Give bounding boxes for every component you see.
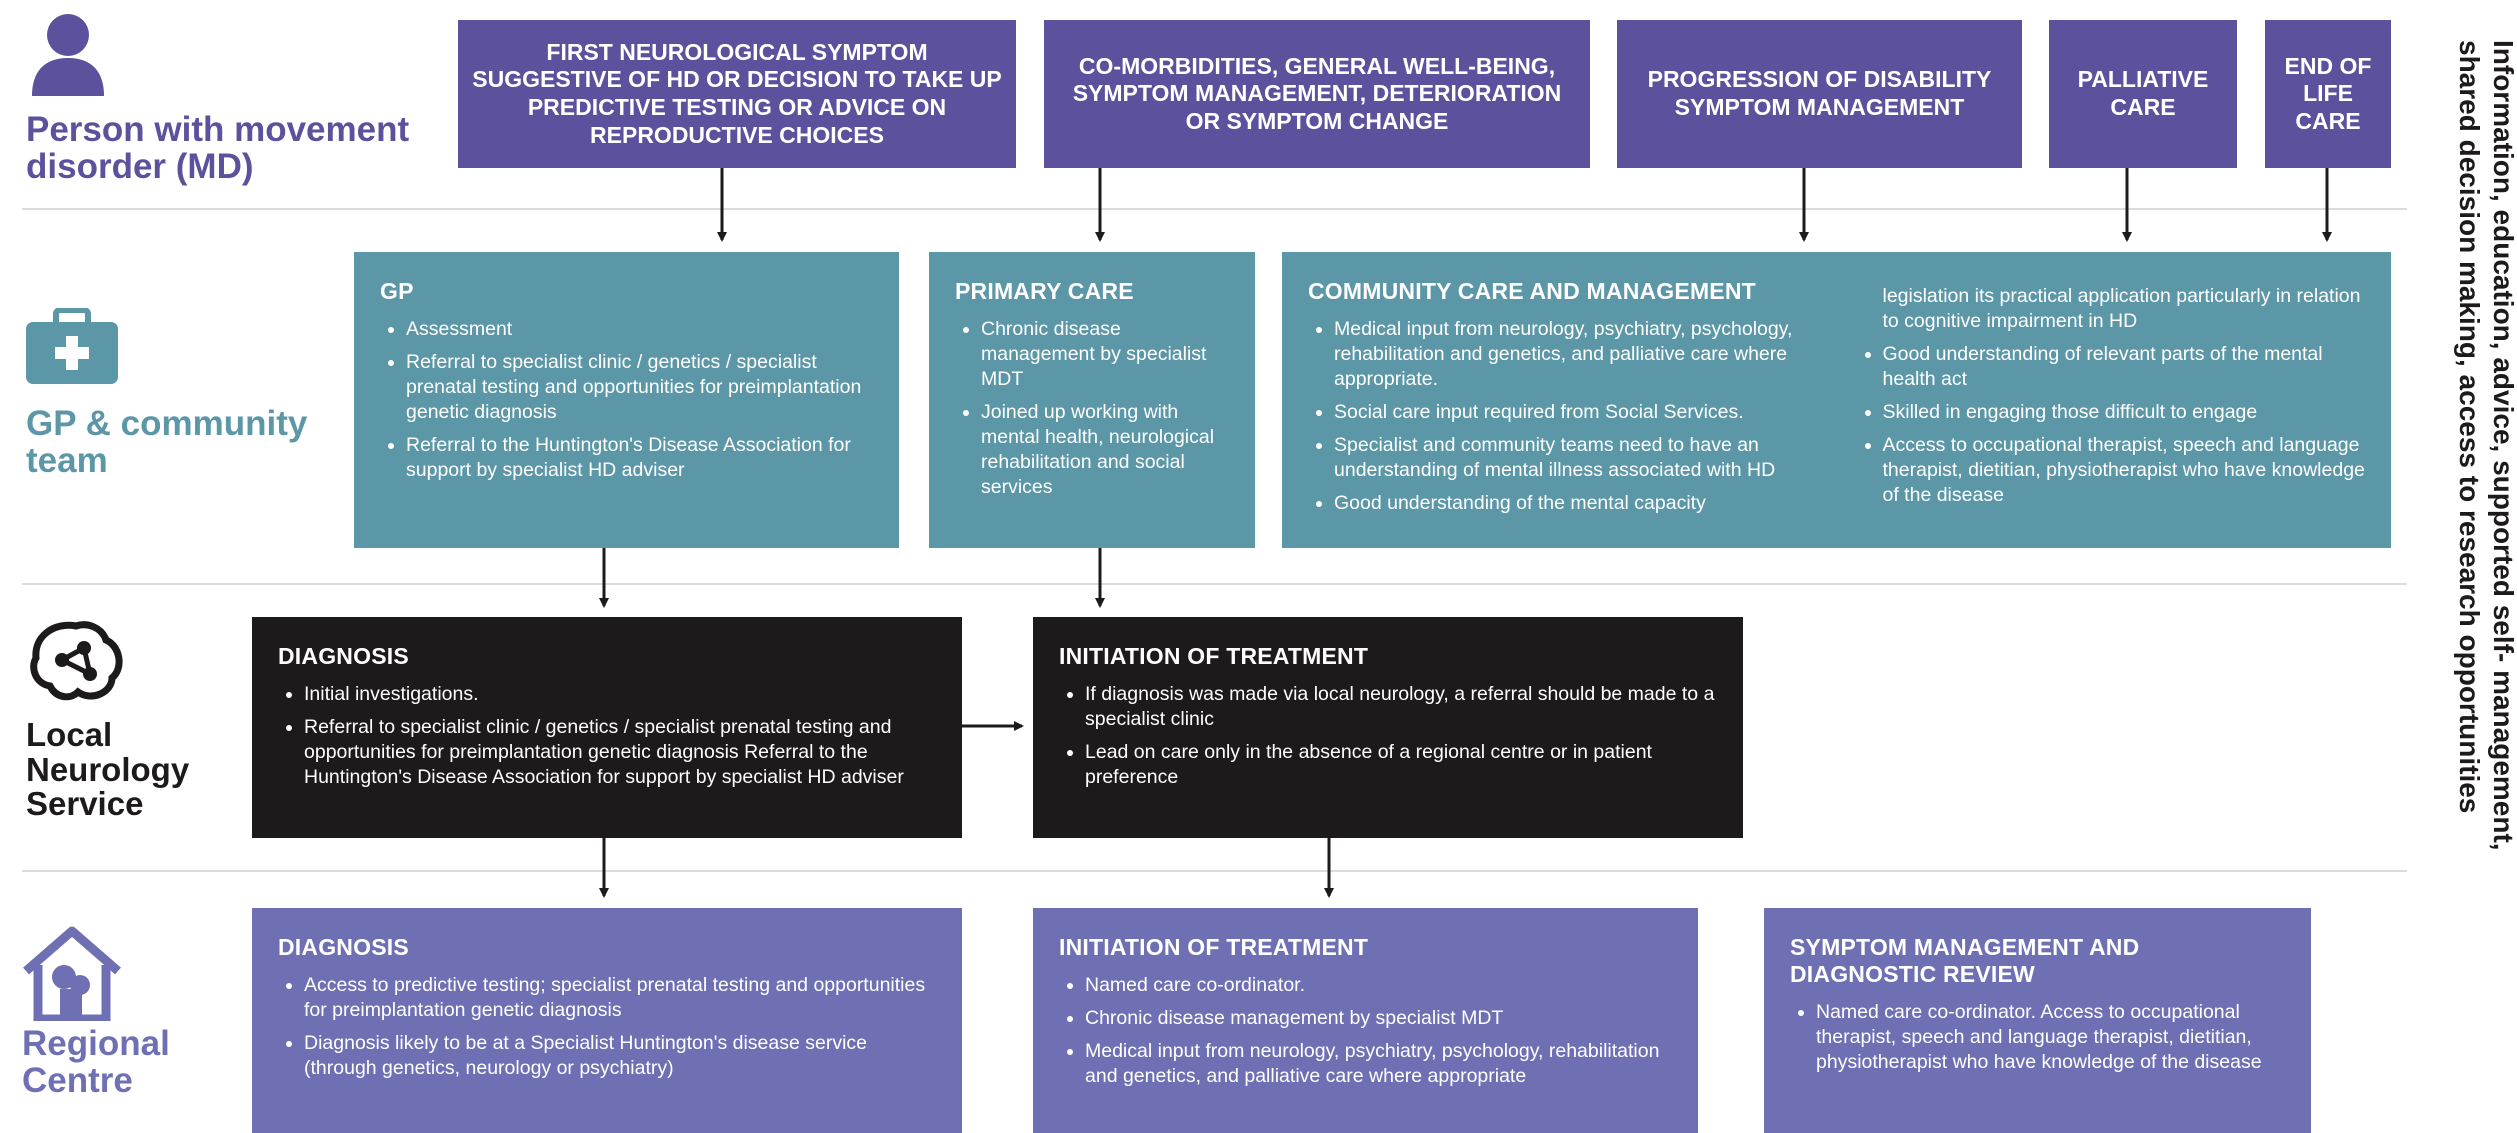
header-progression: PROGRESSION OF DISABILITY SYMPTOM MANAGE… [1617,20,2022,168]
local-treatment-list: If diagnosis was made via local neurolog… [1059,682,1717,790]
header-end-of-life: END OF LIFE CARE [2265,20,2391,168]
lane-label-local: Local Neurology Service [26,716,190,823]
list-item: Specialist and community teams need to h… [1334,433,1817,483]
regional-diagnosis-title: DIAGNOSIS [278,934,409,960]
local-diagnosis-box: DIAGNOSIS Initial investigations. Referr… [252,617,962,838]
regional-diagnosis-list: Access to predictive testing; specialist… [278,973,936,1081]
regional-treatment-title: INITIATION OF TREATMENT [1059,934,1369,960]
list-item: Joined up working with mental health, ne… [981,400,1229,500]
community-title: COMMUNITY CARE AND MANAGEMENT [1308,278,1756,304]
list-item: Named care co-ordinator. [1085,973,1672,998]
lane-divider [22,208,2407,210]
list-item: Referral to the Huntington's Disease Ass… [406,433,873,483]
primary-care-list: Chronic disease management by specialist… [955,317,1229,500]
list-item: Lead on care only in the absence of a re… [1085,740,1717,790]
brain-network-icon [30,621,123,701]
regional-symptom-box: SYMPTOM MANAGEMENT AND DIAGNOSTIC REVIEW… [1764,908,2311,1133]
list-item: Skilled in engaging those difficult to e… [1883,400,2366,425]
local-treatment-box: INITIATION OF TREATMENT If diagnosis was… [1033,617,1743,838]
community-columns: COMMUNITY CARE AND MANAGEMENT Medical in… [1308,278,2365,524]
regional-symptom-title: SYMPTOM MANAGEMENT AND DIAGNOSTIC REVIEW [1790,934,2140,987]
gp-box: GP Assessment Referral to specialist cli… [354,252,899,548]
regional-treatment-list: Named care co-ordinator. Chronic disease… [1059,973,1672,1089]
home-health-icon [23,926,121,1021]
side-note: Information, education, advice, supporte… [2440,40,2517,1100]
community-care-box: COMMUNITY CARE AND MANAGEMENT Medical in… [1282,252,2391,548]
lane-divider [22,870,2407,872]
list-item: Medical input from neurology, psychiatry… [1085,1039,1672,1089]
list-item: Chronic disease management by specialist… [1085,1006,1672,1031]
list-item: Access to predictive testing; specialist… [304,973,936,1023]
header-comorbidities: CO-MORBIDITIES, GENERAL WELL-BEING, SYMP… [1044,20,1590,168]
community-right-column: legislation its practical application pa… [1857,278,2366,524]
regional-symptom-list: Named care co-ordinator. Access to occup… [1790,1000,2285,1075]
list-item: Assessment [406,317,873,342]
gp-list: Assessment Referral to specialist clinic… [380,317,873,483]
community-list-left: Medical input from neurology, psychiatry… [1308,317,1817,516]
person-icon [32,14,104,96]
local-diagnosis-list: Initial investigations. Referral to spec… [278,682,936,790]
list-item: Good understanding of the mental capacit… [1334,491,1817,516]
list-item: Named care co-ordinator. Access to occup… [1816,1000,2285,1075]
list-item: Chronic disease management by specialist… [981,317,1229,392]
regional-treatment-box: INITIATION OF TREATMENT Named care co-or… [1033,908,1698,1133]
community-left-column: COMMUNITY CARE AND MANAGEMENT Medical in… [1308,278,1817,524]
header-first-symptom: FIRST NEUROLOGICAL SYMPTOM SUGGESTIVE OF… [458,20,1016,168]
primary-care-box: PRIMARY CARE Chronic disease management … [929,252,1255,548]
side-note-line2: shared decision making, access to resear… [2454,40,2486,814]
list-item: Referral to specialist clinic / genetics… [304,715,936,790]
header-palliative: PALLIATIVE CARE [2049,20,2237,168]
lane-label-gp: GP & community team [26,404,308,480]
side-note-text: Information, education, advice, supporte… [2453,40,2517,1100]
list-item: Initial investigations. [304,682,936,707]
lane-label-regional: Regional Centre [22,1024,170,1100]
list-item: If diagnosis was made via local neurolog… [1085,682,1717,732]
list-item: Referral to specialist clinic / genetics… [406,350,873,425]
gp-title: GP [380,278,414,304]
lane-divider [22,583,2407,585]
list-item: Social care input required from Social S… [1334,400,1817,425]
lane-label-person: Person with movement disorder (MD) [26,110,410,186]
list-item: Diagnosis likely to be at a Specialist H… [304,1031,936,1081]
list-item: Good understanding of relevant parts of … [1883,342,2366,392]
local-treatment-title: INITIATION OF TREATMENT [1059,643,1369,669]
community-list-right: Good understanding of relevant parts of … [1857,342,2366,508]
community-continuation: legislation its practical application pa… [1882,285,2361,332]
list-item: Access to occupational therapist, speech… [1883,433,2366,508]
medical-kit-icon [26,308,118,384]
regional-diagnosis-box: DIAGNOSIS Access to predictive testing; … [252,908,962,1133]
side-note-line1: Information, education, advice, supporte… [2488,40,2517,851]
list-item: Medical input from neurology, psychiatry… [1334,317,1817,392]
local-diagnosis-title: DIAGNOSIS [278,643,409,669]
primary-care-title: PRIMARY CARE [955,278,1134,304]
